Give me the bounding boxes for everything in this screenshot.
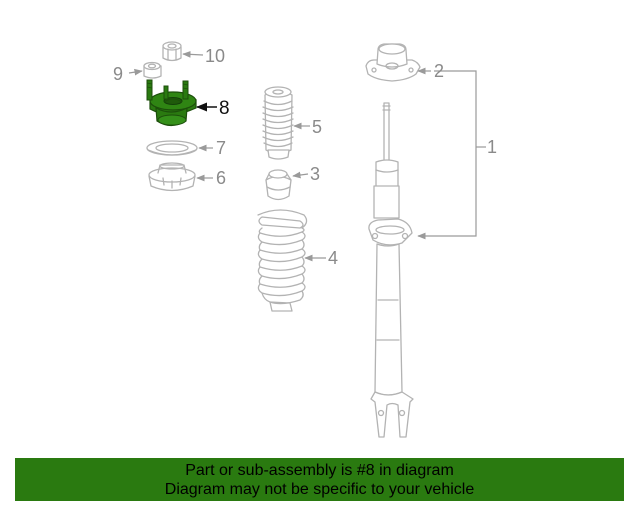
- part-7-bearing-ring: [146, 140, 198, 156]
- banner-line-1: Part or sub-assembly is #8 in diagram: [185, 461, 454, 479]
- part-5-dust-boot: [262, 86, 294, 160]
- part-1-strut: [368, 102, 414, 438]
- banner-line-2: Diagram may not be specific to your vehi…: [164, 480, 475, 498]
- callout-1: 1: [487, 137, 497, 157]
- part-8-strut-mount: [146, 79, 197, 127]
- leader-3: [292, 171, 309, 179]
- part-2-upper-mount: [365, 43, 421, 82]
- callout-10: 10: [205, 46, 225, 66]
- leader-10: [182, 51, 204, 58]
- callout-7: 7: [216, 138, 226, 158]
- callout-9: 9: [113, 64, 123, 84]
- callout-2: 2: [434, 61, 444, 81]
- callout-8: 8: [219, 98, 230, 119]
- part-4-coil-spring: [257, 209, 308, 312]
- part-10-nut: [162, 41, 182, 62]
- part-9-nut: [143, 61, 162, 79]
- callout-1-bracket: [417, 70, 486, 240]
- callout-4: 4: [328, 248, 338, 268]
- callout-3: 3: [310, 164, 320, 184]
- callout-6: 6: [216, 168, 226, 188]
- part-6-spring-seat: [148, 162, 196, 192]
- part-3-bump-stop: [265, 169, 292, 201]
- callout-5: 5: [312, 117, 322, 137]
- leader-9: [128, 68, 143, 76]
- info-banner: Part or sub-assembly is #8 in diagram Di…: [15, 458, 624, 501]
